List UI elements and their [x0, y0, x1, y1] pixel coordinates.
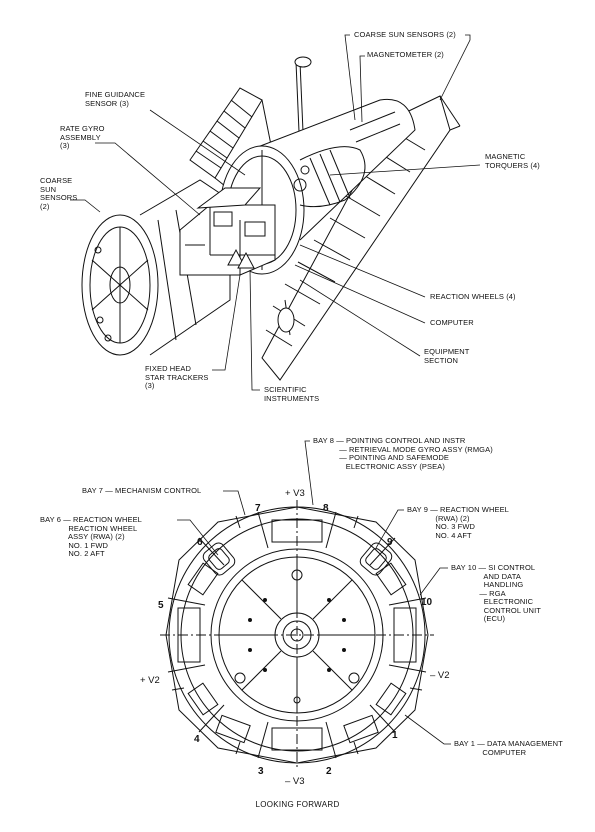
- label-bay10: BAY 10 — SI CONTROL AND DATA HANDLING — …: [451, 563, 541, 623]
- bay-number-7: 7: [255, 503, 261, 514]
- label-bay9: BAY 9 — REACTION WHEEL (RWA) (2) NO. 3 F…: [407, 505, 509, 540]
- label-bay8: BAY 8 — POINTING CONTROL AND INSTR — RET…: [313, 436, 493, 471]
- label-computer: COMPUTER: [430, 318, 474, 327]
- label-rate-gyro-assembly: RATE GYRO ASSEMBLY (3): [60, 124, 105, 150]
- bay-number-9: 9: [387, 537, 393, 548]
- label-magnetic-torquers: MAGNETIC TORQUERS (4): [485, 152, 540, 170]
- bay-number-4: 4: [194, 734, 200, 745]
- caption: LOOKING FORWARD: [255, 800, 340, 809]
- axis-plus-v2: + V2: [140, 675, 160, 686]
- axis-minus-v3: – V3: [285, 776, 305, 787]
- label-reaction-wheels: REACTION WHEELS (4): [430, 292, 516, 301]
- telescope-illustration: [70, 34, 481, 391]
- label-coarse-sun-sensors-left: COARSE SUN SENSORS (2): [40, 176, 78, 211]
- bay-number-1: 1: [392, 730, 398, 741]
- top-leader-lines: [70, 34, 481, 391]
- bay-number-6: 6: [197, 537, 203, 548]
- axis-minus-v2: – V2: [430, 670, 450, 681]
- label-magnetometer: MAGNETOMETER (2): [367, 50, 444, 59]
- bay-section-illustration: [160, 500, 434, 770]
- instrument-module: [179, 187, 276, 276]
- label-scientific-instruments: SCIENTIFIC INSTRUMENTS: [264, 385, 320, 403]
- bay-number-8: 8: [323, 503, 329, 514]
- axis-plus-v3: + V3: [285, 488, 305, 499]
- bay-number-3: 3: [258, 766, 264, 777]
- label-bay6: BAY 6 — REACTION WHEEL REACTION WHEEL AS…: [40, 515, 142, 558]
- label-coarse-sun-sensors-top: COARSE SUN SENSORS (2): [354, 30, 456, 39]
- label-fixed-head-star-trackers: FIXED HEAD STAR TRACKERS (3): [145, 364, 209, 390]
- bay-number-10: 10: [421, 597, 433, 608]
- bay-number-5: 5: [158, 600, 164, 611]
- rwa-left: [202, 542, 236, 576]
- bay-number-2: 2: [326, 766, 332, 777]
- bottom-leader-lines: [177, 440, 451, 745]
- label-bay7: BAY 7 — MECHANISM CONTROL: [82, 486, 202, 495]
- label-equipment-section: EQUIPMENT SECTION: [424, 347, 470, 365]
- label-fine-guidance-sensor: FINE GUIDANCE SENSOR (3): [85, 90, 146, 108]
- label-bay1: BAY 1 — DATA MANAGEMENT COMPUTER: [454, 739, 563, 757]
